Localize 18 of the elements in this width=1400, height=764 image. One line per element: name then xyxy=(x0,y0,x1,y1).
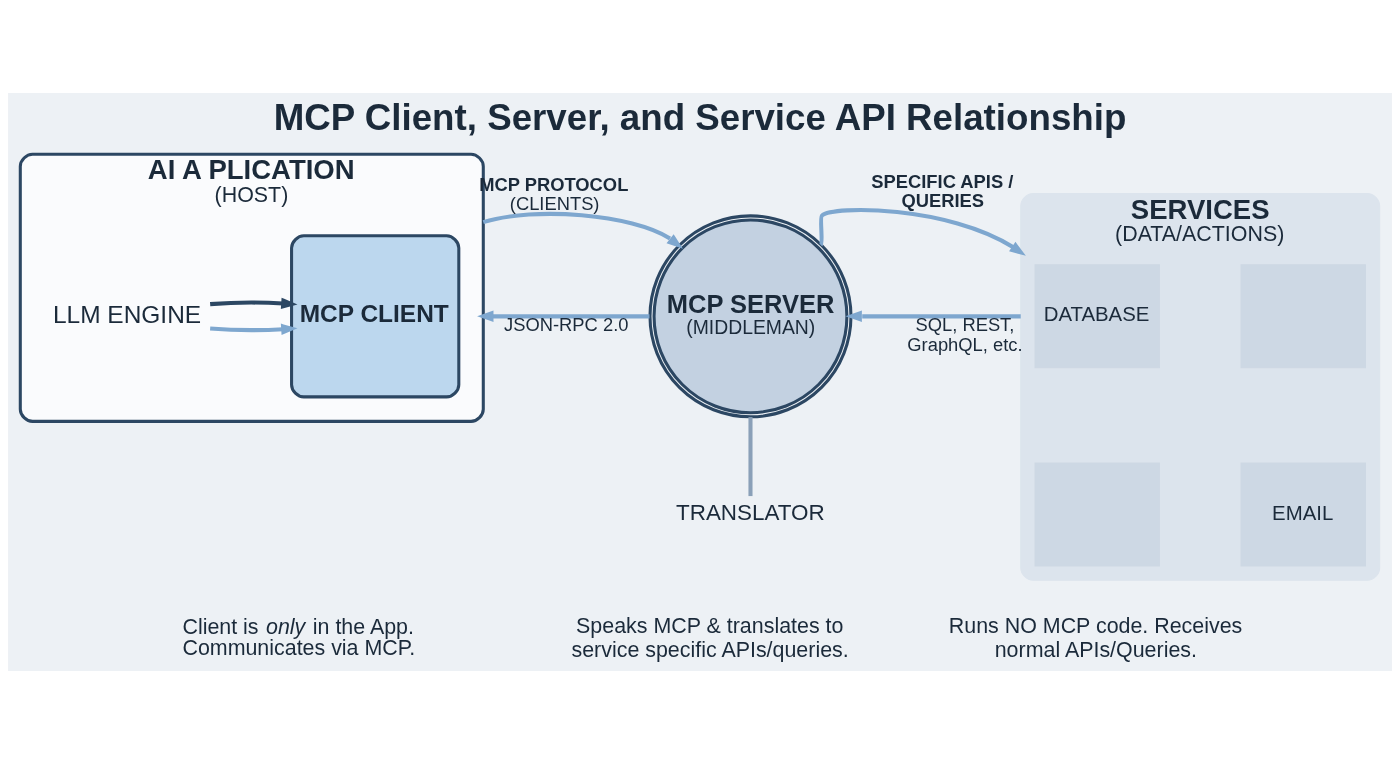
arrow xyxy=(210,323,298,336)
node-box: MCP CLIENT xyxy=(290,234,461,399)
arrow xyxy=(818,208,1026,256)
label: Runs NO MCP code. Receives normal APIs/Queries. xyxy=(948,614,1243,662)
edge-label: SPECIFIC APIS / QUERIES xyxy=(871,171,1014,211)
label: Speaks MCP & translates to service specific APIs/queries. xyxy=(571,614,849,662)
connector xyxy=(748,417,753,497)
node-circle: MCP SERVER (MIDDLEMAN) xyxy=(648,214,853,419)
arrow xyxy=(210,297,298,310)
arrow xyxy=(482,211,683,249)
node-text: TRANSLATOR xyxy=(676,500,825,526)
edge-label: JSON-RPC 2.0 xyxy=(504,314,629,336)
arrow xyxy=(845,310,1021,323)
node-text: LLM ENGINE xyxy=(52,300,202,328)
arrow xyxy=(477,310,650,323)
diagram-title: MCP Client, Server, and Service API Relationship xyxy=(273,96,1127,138)
label: Client is only in the App. Communicates via MCP. xyxy=(182,615,416,661)
edge-label: SQL, REST, GraphQL, etc. xyxy=(907,314,1023,356)
